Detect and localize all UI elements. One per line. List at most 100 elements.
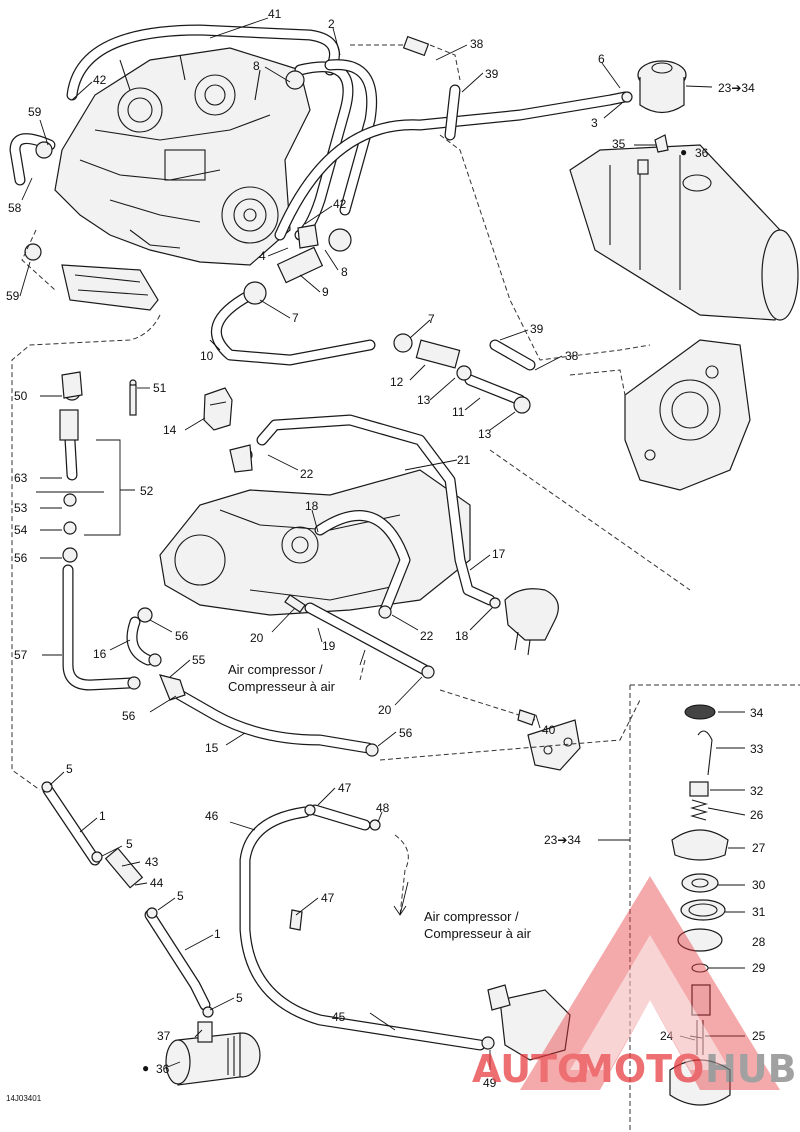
callout-labels: 41 2 38 39 6 23➔34 8 42 59 3 35 ● 36 58 …	[6, 7, 766, 1090]
small-parts	[61, 35, 669, 726]
callout-54: 54	[14, 523, 28, 537]
figure-code: 14J03401	[6, 1094, 42, 1103]
note-air-compressor-line1: Air compressor /	[424, 909, 519, 924]
callout-57: 57	[14, 648, 28, 662]
oil-tank	[569, 60, 799, 321]
callout-7: 7	[428, 312, 435, 326]
watermark-moto: MOTO	[576, 1047, 704, 1091]
callout-43: 43	[145, 855, 159, 869]
callout-20: 20	[378, 703, 392, 717]
callout-44: 44	[150, 876, 164, 890]
callout-4: 4	[259, 249, 266, 263]
callout-51: 51	[153, 381, 167, 395]
callout-1: 1	[99, 809, 106, 823]
callout-39: 39	[485, 67, 499, 81]
engine-block	[54, 47, 311, 266]
callout-34: 34	[750, 706, 764, 720]
callout-56: 56	[14, 551, 28, 565]
callout-17: 17	[492, 547, 506, 561]
callout-8: 8	[253, 59, 260, 73]
callout-49: 49	[483, 1076, 497, 1090]
callout-58: 58	[8, 201, 22, 215]
lower-oil-tank	[165, 1032, 261, 1086]
hoses	[9, 24, 631, 1051]
callout-56: 56	[122, 709, 136, 723]
callout-56: 56	[399, 726, 413, 740]
callout-27: 27	[752, 841, 766, 855]
callout-28: 28	[752, 935, 766, 949]
air-compressor-notes: Air compressor / Compresseur à air Air c…	[228, 662, 532, 941]
callout-5: 5	[126, 837, 133, 851]
callout-41: 41	[268, 7, 282, 21]
callout-25: 25	[752, 1029, 766, 1043]
callout-47: 47	[338, 781, 352, 795]
callout-55: 55	[192, 653, 206, 667]
callout-16: 16	[93, 647, 107, 661]
callout-1: 1	[214, 927, 221, 941]
callout-39: 39	[530, 322, 544, 336]
callout-42: 42	[333, 197, 347, 211]
cap-stack	[669, 704, 731, 1106]
watermark-hub: HUB	[705, 1047, 797, 1091]
callout-31: 31	[752, 905, 766, 919]
callout-5: 5	[66, 762, 73, 776]
expansion-bottle-18	[504, 588, 559, 656]
callout-46: 46	[205, 809, 219, 823]
callout-12: 12	[390, 375, 404, 389]
callout-6: 6	[598, 52, 605, 66]
callout-2: 2	[328, 17, 335, 31]
callout-59: 59	[28, 105, 42, 119]
callout-37: 37	[157, 1029, 171, 1043]
callout-18: 18	[455, 629, 469, 643]
watermark-auto: AUTO	[472, 1047, 589, 1091]
callout-36: 36	[156, 1062, 170, 1076]
callout-8: 8	[341, 265, 348, 279]
callout-23-34: 23➔34	[544, 833, 581, 847]
pump-housing	[624, 339, 751, 491]
callout-38: 38	[470, 37, 484, 51]
callout-42: 42	[93, 73, 107, 87]
callout-20: 20	[250, 631, 264, 645]
callout-10: 10	[200, 349, 214, 363]
note-air-compressor-line2: Compresseur à air	[228, 679, 336, 694]
bracket-40	[527, 719, 581, 771]
callout-19: 19	[322, 639, 336, 653]
callout-14: 14	[163, 423, 177, 437]
callout-50: 50	[14, 389, 28, 403]
callout-32: 32	[750, 784, 764, 798]
callout-48: 48	[376, 801, 390, 815]
callout-5: 5	[236, 991, 243, 1005]
callout-53: 53	[14, 501, 28, 515]
note-air-compressor-line1: Air compressor /	[228, 662, 323, 677]
callout-29: 29	[752, 961, 766, 975]
callout-21: 21	[457, 453, 471, 467]
callout-26: 26	[750, 808, 764, 822]
callout-47: 47	[321, 891, 335, 905]
air-intake-14	[203, 387, 233, 431]
drop-icon: ●	[680, 145, 687, 159]
callout-63: 63	[14, 471, 28, 485]
note-air-compressor-line2: Compresseur à air	[424, 926, 532, 941]
callout-22: 22	[420, 629, 434, 643]
fuel-rail	[61, 264, 159, 311]
callout-33: 33	[750, 742, 764, 756]
callout-22: 22	[300, 467, 314, 481]
callout-30: 30	[752, 878, 766, 892]
dashed-lines	[11, 44, 800, 1132]
callout-11: 11	[452, 405, 465, 419]
callout-38: 38	[565, 349, 579, 363]
compressor-body	[487, 984, 571, 1061]
callout-13: 13	[417, 393, 431, 407]
callout-36: 36	[695, 146, 709, 160]
callout-18: 18	[305, 499, 319, 513]
callout-35: 35	[612, 137, 626, 151]
callout-56: 56	[175, 629, 189, 643]
callout-13: 13	[478, 427, 492, 441]
callout-5: 5	[177, 889, 184, 903]
callout-52: 52	[140, 484, 154, 498]
callout-45: 45	[332, 1010, 346, 1024]
callout-3: 3	[591, 116, 598, 130]
callout-9: 9	[322, 285, 329, 299]
callout-24: 24	[660, 1029, 674, 1043]
